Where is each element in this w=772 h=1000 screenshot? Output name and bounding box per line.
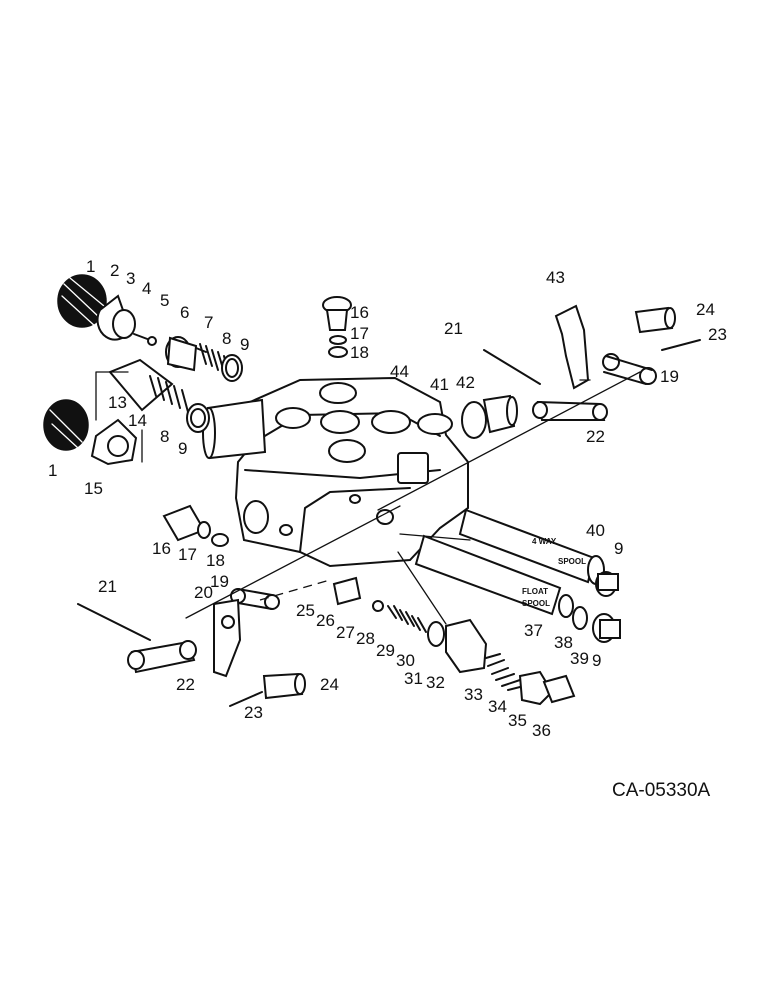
callout-label: 29 xyxy=(376,641,395,660)
callout-label: 42 xyxy=(456,373,475,392)
lever-linkage-lower xyxy=(77,588,306,707)
callout-label: 27 xyxy=(336,623,355,642)
plug-side xyxy=(162,504,229,547)
callout-label: 28 xyxy=(356,629,375,648)
callout-label: 37 xyxy=(524,621,543,640)
cap-assembly-upper xyxy=(57,274,243,382)
lever-linkage-upper xyxy=(483,304,701,421)
callouts: 1 2 3 4 5 6 7 8 9 16 17 18 21 43 24 23 1… xyxy=(48,257,727,740)
callout-label: 13 xyxy=(108,393,127,412)
callout-label: 9 xyxy=(178,439,187,458)
callout-label: 8 xyxy=(222,329,231,348)
four-way-spool-part xyxy=(458,508,619,597)
callout-label: 9 xyxy=(240,335,249,354)
callout-label: 8 xyxy=(160,427,169,446)
callout-label: 30 xyxy=(396,651,415,670)
callout-label: 22 xyxy=(586,427,605,446)
callout-label: 32 xyxy=(426,673,445,692)
four-way-inscription-line1: 4 WAY xyxy=(532,537,557,546)
callout-label: 16 xyxy=(152,539,171,558)
callout-label: 20 xyxy=(194,583,213,602)
callout-label: 2 xyxy=(110,261,119,280)
callout-label: 31 xyxy=(404,669,423,688)
alignment-lines xyxy=(185,371,641,625)
callout-label: 24 xyxy=(696,300,715,319)
float-inscription-line1: FLOAT xyxy=(522,587,548,596)
callout-label: 21 xyxy=(444,319,463,338)
callout-label: 18 xyxy=(350,343,369,362)
callout-label: 17 xyxy=(178,545,197,564)
float-inscription-line2: SPOOL xyxy=(522,599,550,608)
callout-label: 34 xyxy=(488,697,507,716)
drawing-code: CA-05330A xyxy=(612,780,711,801)
relief-valve-assembly xyxy=(332,576,576,706)
callout-label: 3 xyxy=(126,269,135,288)
callout-label: 15 xyxy=(84,479,103,498)
inlet-fitting xyxy=(461,394,518,439)
spool-inscriptions: 4 WAY SPOOL FLOAT SPOOL xyxy=(522,537,586,608)
callout-label: 25 xyxy=(296,601,315,620)
callout-label: 24 xyxy=(320,675,339,694)
callout-label: 26 xyxy=(316,611,335,630)
callout-label: 38 xyxy=(554,633,573,652)
valve-body-part xyxy=(202,376,469,568)
callout-label: 4 xyxy=(142,279,151,298)
callout-label: 33 xyxy=(464,685,483,704)
callout-label: 1 xyxy=(48,461,57,480)
callout-label: 39 xyxy=(570,649,589,668)
callout-label: 14 xyxy=(128,411,147,430)
callout-label: 23 xyxy=(708,325,727,344)
detent-assembly-lower xyxy=(43,358,210,466)
callout-label: 44 xyxy=(390,362,409,381)
callout-label: 21 xyxy=(98,577,117,596)
callout-label: 35 xyxy=(508,711,527,730)
float-spool-part xyxy=(414,534,621,643)
callout-label: 43 xyxy=(546,268,565,287)
callout-label: 5 xyxy=(160,291,169,310)
callout-label: 1 xyxy=(86,257,95,276)
callout-label: 16 xyxy=(350,303,369,322)
callout-label: 40 xyxy=(586,521,605,540)
callout-label: 36 xyxy=(532,721,551,740)
callout-label: 7 xyxy=(204,313,213,332)
callout-label: 23 xyxy=(244,703,263,722)
plug-top xyxy=(322,296,352,358)
callout-label: 6 xyxy=(180,303,189,322)
four-way-inscription-line2: SPOOL xyxy=(558,557,586,566)
callout-label: 19 xyxy=(210,572,229,591)
callout-label: 9 xyxy=(592,651,601,670)
callout-label: 9 xyxy=(614,539,623,558)
callout-label: 18 xyxy=(206,551,225,570)
callout-label: 22 xyxy=(176,675,195,694)
callout-label: 17 xyxy=(350,324,369,343)
callout-label: 19 xyxy=(660,367,679,386)
callout-label: 41 xyxy=(430,375,449,394)
